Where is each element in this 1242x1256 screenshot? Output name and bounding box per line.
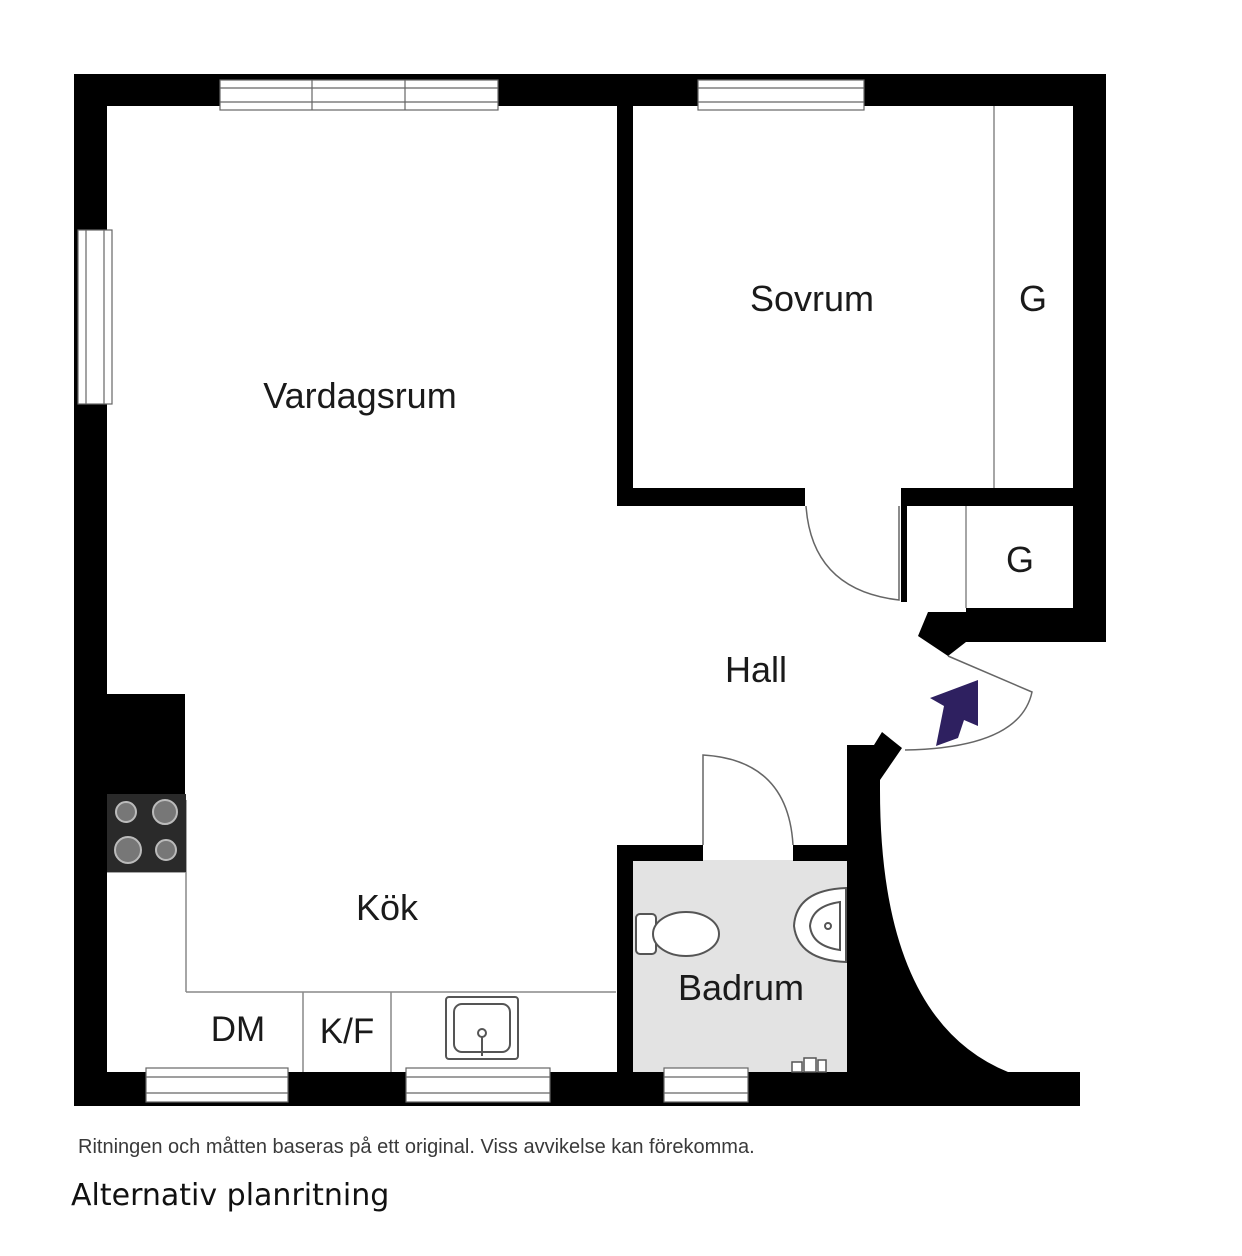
window-bottom-2 [405, 1067, 551, 1103]
stove-icon [107, 794, 186, 872]
walls [74, 74, 1106, 1106]
label-garderob-sovrum: G [1019, 278, 1047, 319]
disclaimer-text: Ritningen och måtten baseras på ett orig… [78, 1136, 755, 1158]
window-top-left [219, 79, 499, 111]
label-vardagsrum: Vardagsrum [263, 375, 456, 416]
label-badrum: Badrum [678, 967, 804, 1008]
label-kok: Kök [356, 887, 419, 928]
label-dm: DM [211, 1010, 265, 1049]
windows [77, 79, 865, 1103]
faucet-icon [791, 1057, 827, 1073]
washbasin-icon [792, 886, 847, 964]
plan-caption: Alternativ planritning [71, 1178, 390, 1213]
entrance-arrow-icon [930, 680, 978, 746]
label-kf: K/F [320, 1012, 374, 1051]
toilet-icon [635, 911, 720, 957]
door-badrum [702, 754, 794, 846]
floor-plan: Vardagsrum Sovrum G G Hall Kök Badrum DM… [74, 74, 1106, 1106]
window-left [77, 229, 113, 405]
label-sovrum: Sovrum [750, 278, 874, 319]
sink-icon [445, 996, 519, 1060]
window-bottom-3 [663, 1067, 749, 1103]
label-hall: Hall [725, 649, 787, 690]
door-sovrum [805, 505, 900, 601]
window-top-right [697, 79, 865, 111]
label-garderob-hall: G [1006, 539, 1034, 580]
window-bottom-1 [145, 1067, 289, 1103]
